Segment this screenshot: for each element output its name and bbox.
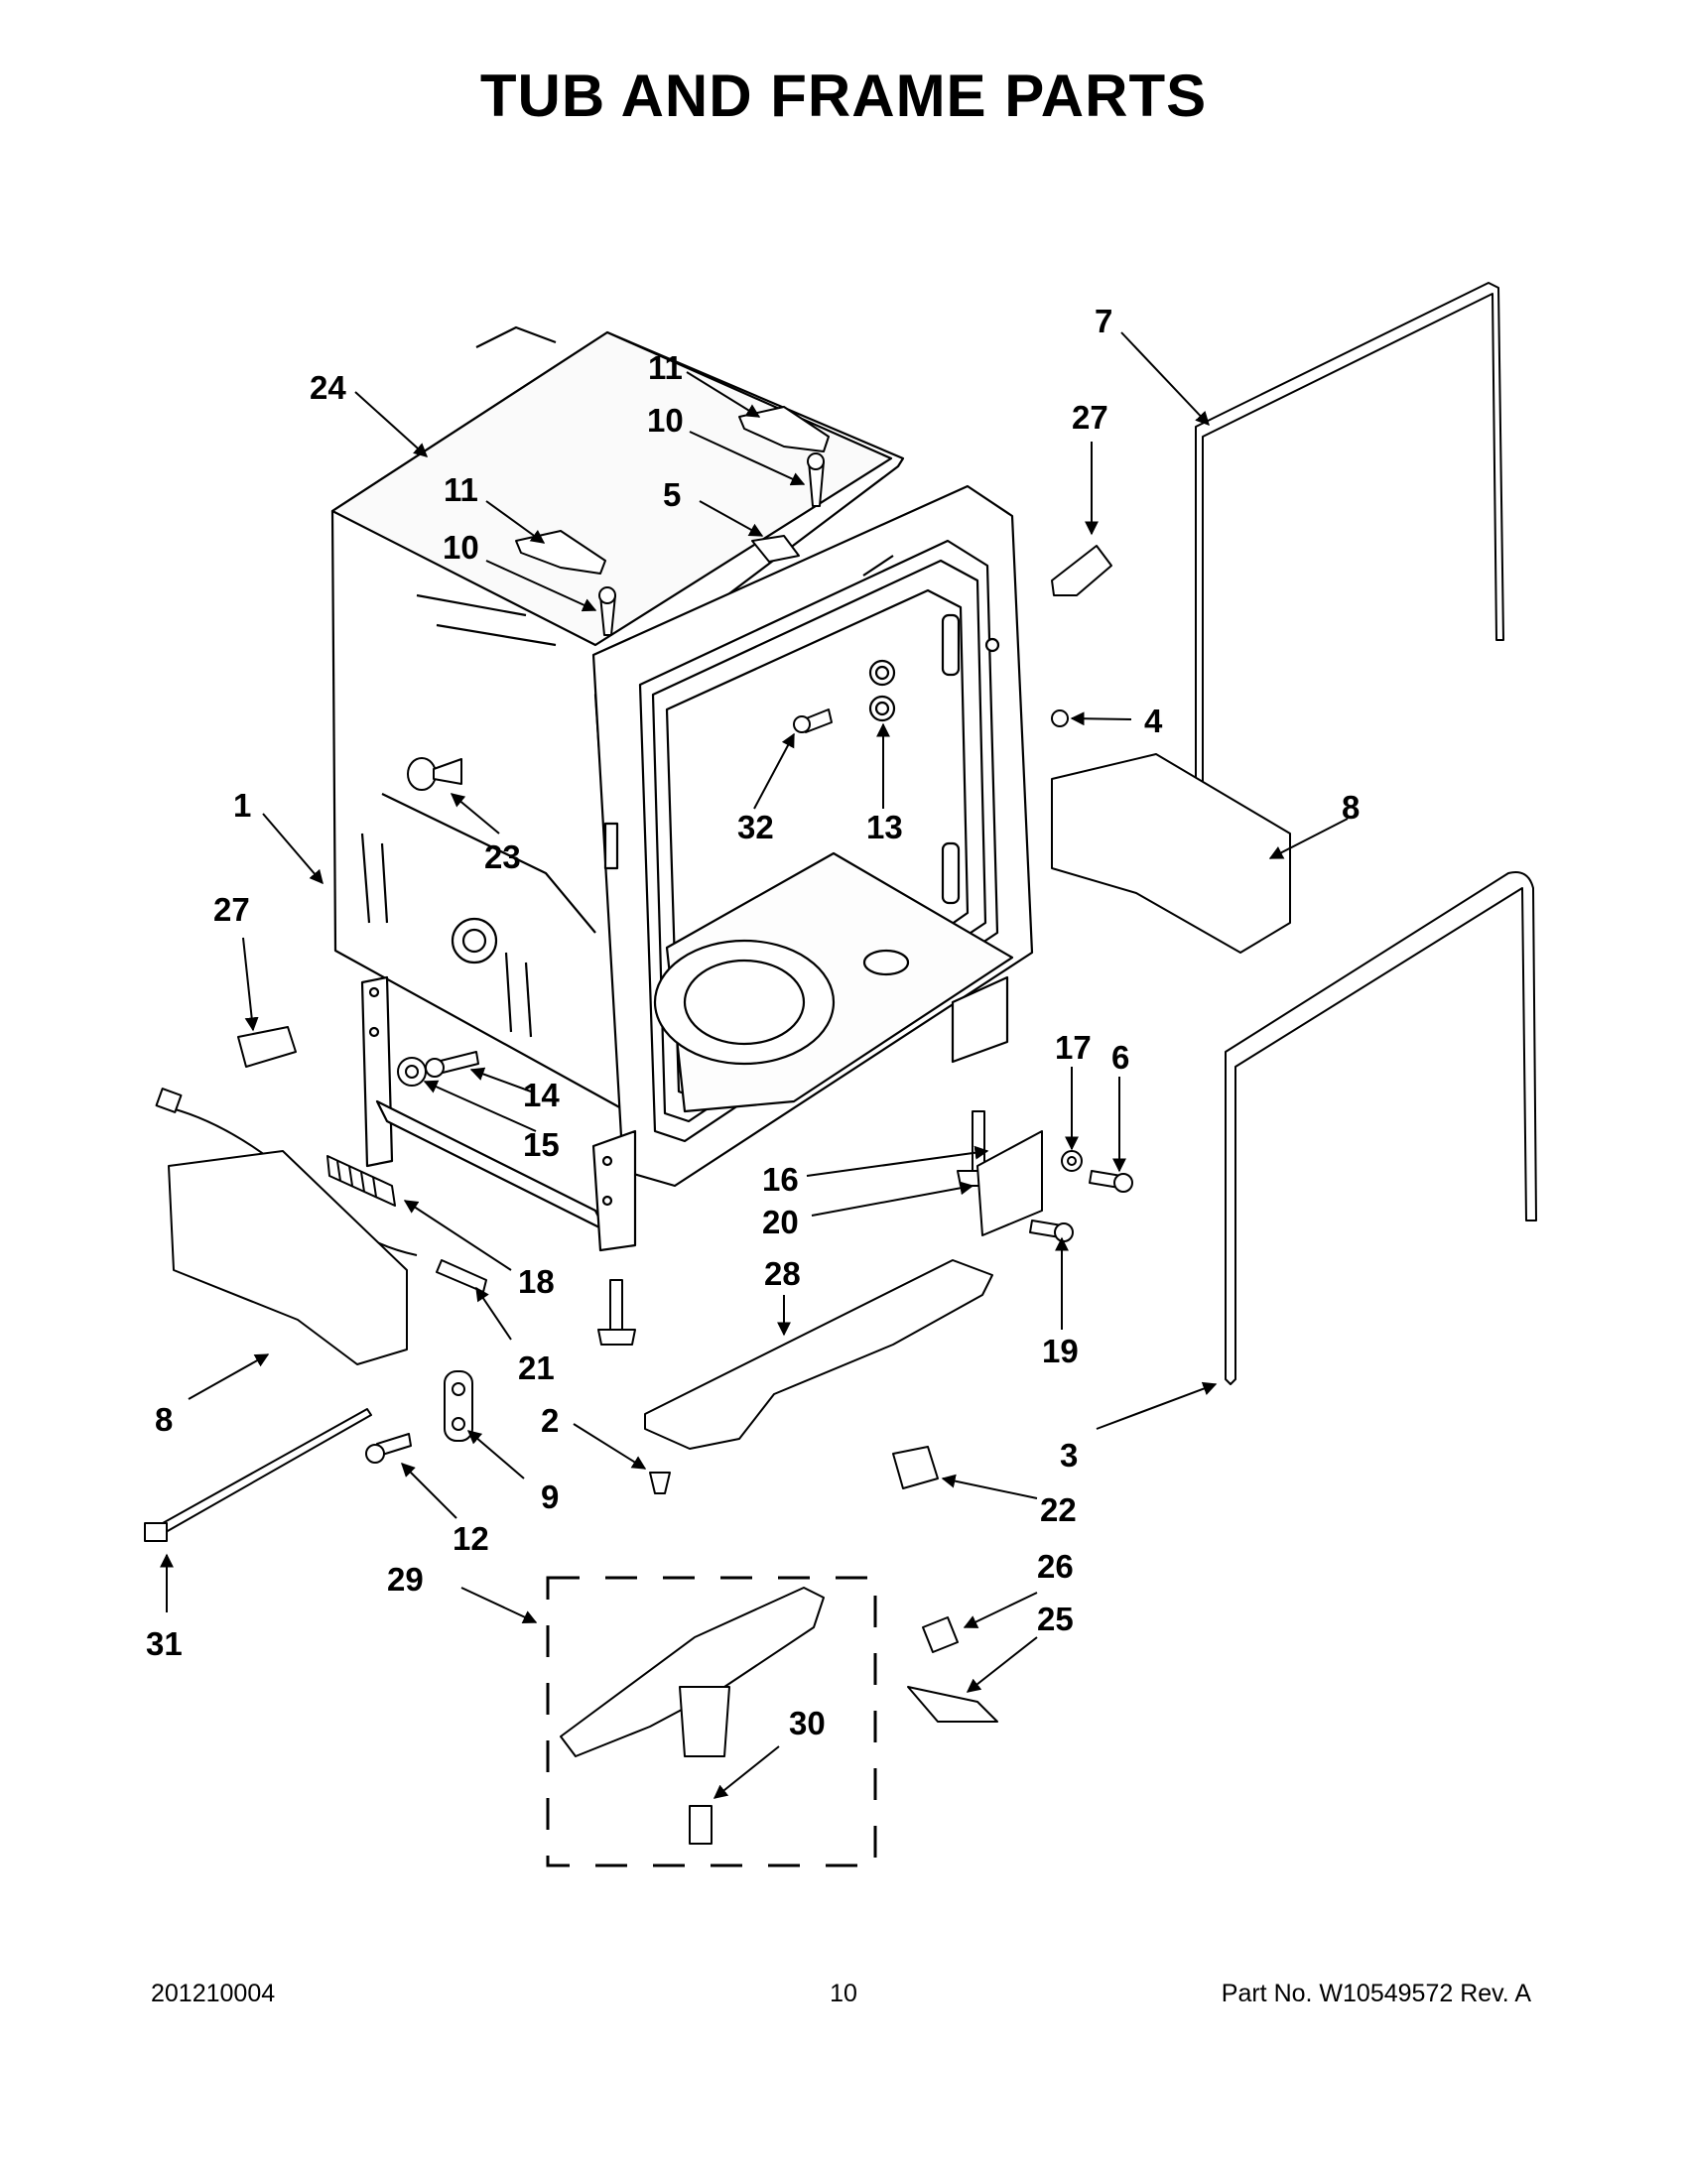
small-parts [144,282,1537,1845]
footer-page-number: 10 [830,1980,857,2007]
callout-27: 27 [1072,399,1108,436]
callout-17: 17 [1055,1029,1092,1066]
callout-6: 6 [1111,1039,1129,1076]
callout-32: 32 [737,809,774,845]
footer-doc-number: 201210004 [151,1980,276,2007]
callout-labels: 24 11 10 5 11 10 7 27 4 1 23 32 13 8 27 … [146,303,1360,1741]
callout-10: 10 [647,402,684,439]
callout-31: 31 [146,1625,183,1662]
callout-21: 21 [518,1349,555,1386]
callout-8: 8 [155,1401,173,1438]
callout-16: 16 [762,1161,799,1198]
callout-30: 30 [789,1705,826,1741]
callout-19: 19 [1042,1333,1079,1369]
callout-28: 28 [764,1255,801,1292]
callout-14: 14 [523,1077,560,1113]
callout-11: 11 [444,471,478,508]
callout-13: 13 [866,809,903,845]
callout-9: 9 [541,1478,559,1515]
callout-29: 29 [387,1561,424,1598]
callout-22: 22 [1040,1491,1077,1528]
callout-10: 10 [443,529,479,566]
callout-1: 1 [233,787,251,824]
callout-15: 15 [523,1126,560,1163]
callout-23: 23 [484,838,521,875]
callout-4: 4 [1144,703,1163,739]
footer-part-number: Part No. W10549572 Rev. A [1221,1980,1531,2007]
callout-18: 18 [518,1263,555,1300]
callout-8: 8 [1342,789,1360,826]
callout-7: 7 [1095,303,1112,339]
callout-26: 26 [1037,1548,1074,1585]
callout-5: 5 [663,476,681,513]
callout-20: 20 [762,1204,799,1240]
page-title: TUB AND FRAME PARTS [479,63,1208,129]
callout-25: 25 [1037,1601,1074,1637]
callout-2: 2 [541,1402,559,1439]
spray-arm-group-box [546,1576,877,1867]
leader-lines [160,331,1349,1799]
callout-12: 12 [453,1520,489,1557]
callout-11: 11 [648,349,683,386]
callout-3: 3 [1060,1437,1078,1474]
tub-assembly [330,325,1034,1252]
callout-24: 24 [310,369,346,406]
callout-27: 27 [213,891,250,928]
